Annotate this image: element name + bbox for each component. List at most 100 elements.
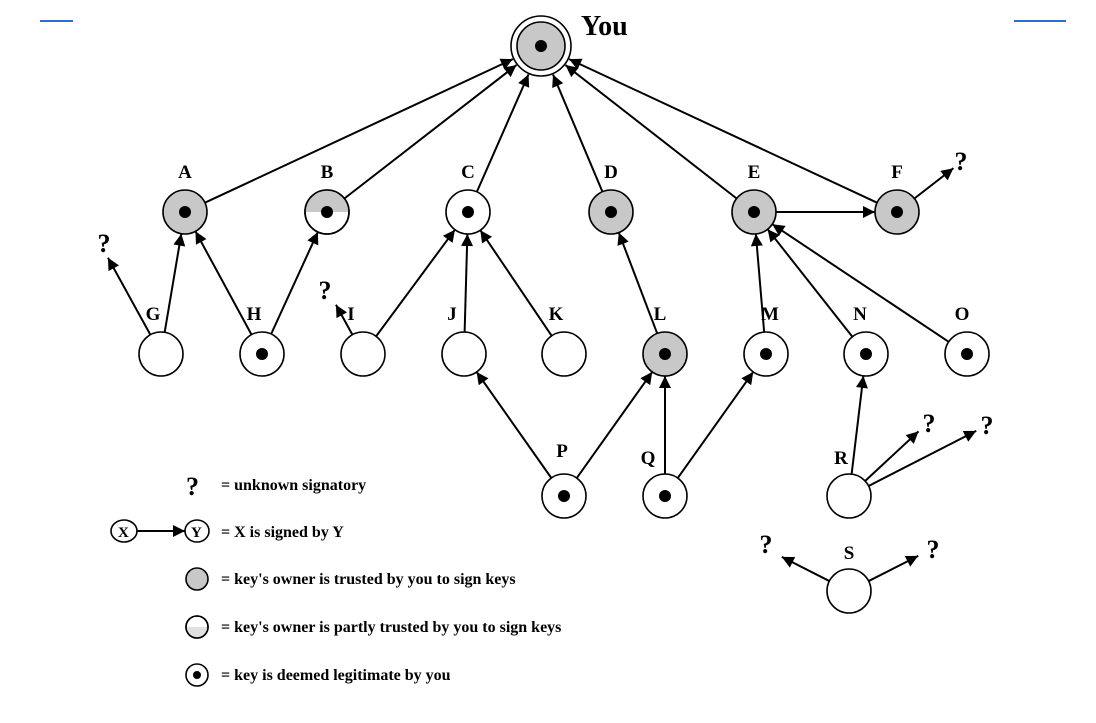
node-label-p: P <box>556 441 568 462</box>
key-node-h <box>239 331 285 377</box>
node-label-m: M <box>761 304 779 325</box>
node-label-a: A <box>178 162 192 183</box>
key-node-c <box>445 189 491 235</box>
legit-dot <box>961 348 973 360</box>
edge-j-to-c <box>461 233 474 333</box>
unknown-signatory-layer: ??????? <box>98 147 994 564</box>
edges-layer <box>107 58 977 582</box>
edge-c-to-you <box>475 73 530 193</box>
unknown-signatory-mark: ? <box>319 276 332 305</box>
legit-dot <box>462 206 474 218</box>
edge-h-to-a <box>194 230 253 336</box>
you-node-dot <box>535 40 547 52</box>
legit-dot <box>605 206 617 218</box>
edge-b-to-you <box>343 64 518 200</box>
key-node-l <box>642 331 688 377</box>
edge-p-to-j <box>475 371 553 479</box>
edge-h-to-b <box>270 231 319 335</box>
key-node-g <box>138 331 184 377</box>
legit-dot <box>256 348 268 360</box>
node-label-e: E <box>748 162 761 183</box>
node-label-b: B <box>321 162 334 183</box>
key-node-e <box>731 189 777 235</box>
unknown-signatory-mark: ? <box>981 411 994 440</box>
key-node-i <box>340 331 386 377</box>
edge-a-to-you <box>204 58 514 204</box>
unknown-signatory-mark: ? <box>98 229 111 258</box>
node-label-g: G <box>146 304 161 325</box>
node-label-o: O <box>955 304 970 325</box>
edge-i-to-c <box>375 229 456 337</box>
legit-dot <box>748 206 760 218</box>
legend-x-label: X <box>118 525 129 541</box>
node-label-f: F <box>891 162 903 183</box>
key-node-b <box>304 189 350 235</box>
node-label-q: Q <box>641 448 656 469</box>
legit-dot <box>558 490 570 502</box>
legend-trusted-text: = key's owner is trusted by you to sign … <box>221 571 516 588</box>
node-label-l: L <box>654 304 667 325</box>
key-node-r <box>826 473 872 519</box>
node-label-k: K <box>549 304 564 325</box>
edge-r-to-n <box>850 375 868 475</box>
node-label-c: C <box>461 162 475 183</box>
edge-s-to-unknown <box>868 555 919 582</box>
edge-r-to-unknown <box>864 430 920 482</box>
legit-dot <box>659 348 671 360</box>
edge-f-to-unknown <box>913 167 955 200</box>
node-label-i: I <box>347 304 354 325</box>
unknown-signatory-mark: ? <box>955 147 968 176</box>
legit-dot <box>659 490 671 502</box>
node-label-h: H <box>247 304 262 325</box>
legend-unknown-text: = unknown signatory <box>221 477 366 494</box>
legend-partly-text: = key's owner is partly trusted by you t… <box>221 619 561 636</box>
legit-dot <box>760 348 772 360</box>
node-label-j: J <box>447 304 457 325</box>
key-node-n <box>843 331 889 377</box>
edge-i-to-unknown <box>335 304 354 336</box>
legit-dot <box>860 348 872 360</box>
node-label-s: S <box>844 543 855 564</box>
edge-l-to-d <box>617 232 659 334</box>
legend-unknown-symbol: ? <box>186 472 199 501</box>
unknown-signatory-mark: ? <box>760 530 773 559</box>
legit-dot <box>891 206 903 218</box>
key-node-o <box>944 331 990 377</box>
key-node-s <box>826 568 872 614</box>
edge-q-to-m <box>676 371 755 479</box>
key-node-p <box>541 473 587 519</box>
edge-n-to-e <box>766 228 854 338</box>
edge-s-to-unknown <box>781 556 830 582</box>
node-label-d: D <box>604 162 618 183</box>
legend-y-label: Y <box>191 525 202 541</box>
edge-k-to-c <box>479 229 553 337</box>
unknown-signatory-mark: ? <box>923 409 936 438</box>
edge-g-to-a <box>163 233 186 333</box>
edge-f-to-you <box>568 58 878 204</box>
legit-dot <box>179 206 191 218</box>
key-node-k <box>541 331 587 377</box>
legend-partly-icon <box>185 615 209 639</box>
legit-dot <box>321 206 333 218</box>
you-label: You <box>581 11 628 42</box>
edge-r-to-unknown <box>868 430 977 487</box>
key-node-f <box>874 189 920 235</box>
legend-legit-text: = key is deemed legitimate by you <box>221 667 451 684</box>
unknown-signatory-mark: ? <box>927 535 940 564</box>
legend-signed-text: = X is signed by Y <box>221 524 344 541</box>
legend: ? = unknown signatory X Y = X is signed … <box>110 472 561 687</box>
edge-p-to-l <box>575 371 654 479</box>
key-node-a <box>162 189 208 235</box>
edge-e-to-you <box>564 64 738 200</box>
edge-d-to-you <box>552 74 604 193</box>
key-node-q <box>642 473 688 519</box>
edge-m-to-e <box>750 233 766 333</box>
edge-o-to-e <box>771 223 950 343</box>
legend-legit-dot <box>193 671 201 679</box>
key-node-m <box>743 331 789 377</box>
key-node-j <box>441 331 487 377</box>
node-label-n: N <box>853 304 867 325</box>
edge-g-to-unknown <box>107 257 152 336</box>
